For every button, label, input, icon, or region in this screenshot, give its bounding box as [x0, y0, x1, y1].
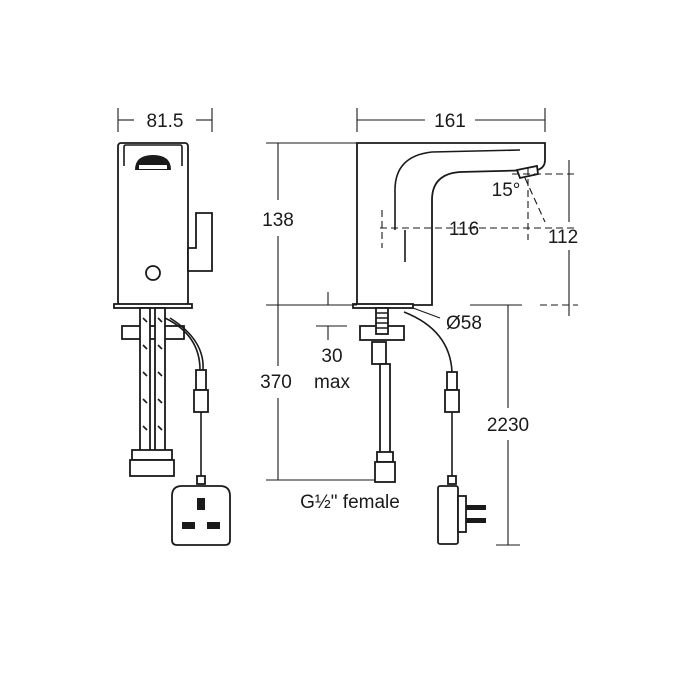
hole-diameter-dimension: Ø58 [412, 307, 482, 334]
outlet-height-label: 112 [548, 227, 578, 248]
cable-length-dimension: 2230 [470, 304, 529, 546]
front-under-deck [121, 307, 209, 485]
tail-length-dimension: 370 [260, 305, 380, 481]
front-view: 81.5 [113, 108, 231, 546]
outlet-height-dimension: 112 [540, 160, 578, 316]
cable-length-label: 2230 [487, 415, 529, 436]
spout-reach-label: 116 [449, 219, 479, 240]
side-under-deck [359, 307, 460, 485]
deck-thickness-value: 30 [321, 346, 342, 367]
deck-thickness-dimension: 30 max [314, 292, 350, 393]
front-plug-icon [171, 485, 231, 546]
side-width-dimension: 161 [356, 108, 546, 132]
spout-height-dimension: 138 [262, 142, 357, 306]
deck-thickness-unit: max [314, 372, 350, 393]
side-view: 161 116 15° 112 [260, 108, 578, 546]
side-lever-icon [187, 212, 213, 272]
side-plug-icon [437, 485, 486, 545]
sensor-window-icon [145, 265, 161, 281]
spout-reach-dimension: 116 15° [380, 168, 578, 248]
spray-angle-label: 15° [492, 180, 521, 201]
front-width-label: 81.5 [147, 111, 184, 132]
connection-label: G½" female [300, 492, 400, 513]
hole-diameter-label: Ø58 [446, 313, 482, 334]
spout-height-label: 138 [262, 210, 294, 231]
front-width-dimension: 81.5 [117, 108, 213, 132]
front-tap-body [113, 142, 213, 309]
side-width-label: 161 [434, 111, 466, 132]
tail-length-label: 370 [260, 372, 292, 393]
